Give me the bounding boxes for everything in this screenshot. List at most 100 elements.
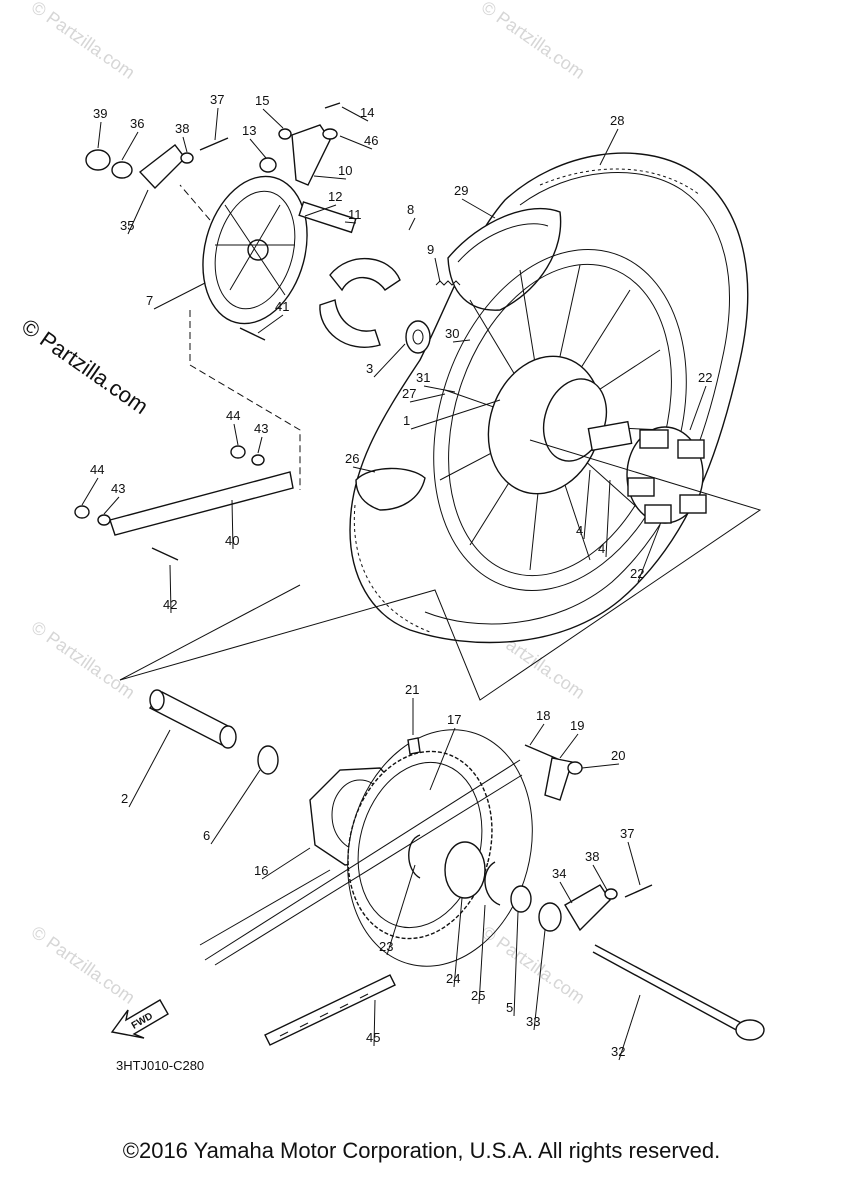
- callout-leader-30: [452, 339, 471, 343]
- callout-leader-39: [97, 121, 102, 149]
- callout-41: 41: [275, 299, 289, 314]
- callout-21: 21: [405, 682, 419, 697]
- callout-leader-28: [599, 128, 619, 166]
- fwd-arrow-icon: FWD: [110, 999, 169, 1039]
- callout-19: 19: [570, 718, 584, 733]
- drive-chain: [264, 974, 396, 1046]
- callout-leader-11: [344, 221, 357, 224]
- callout-30: 30: [445, 326, 459, 341]
- stay-bracket: [291, 124, 331, 186]
- callout-3: 3: [366, 361, 373, 376]
- assembly-plane-lower: [199, 869, 331, 946]
- callout-24: 24: [446, 971, 460, 986]
- callout-leader-3: [373, 343, 406, 378]
- callout-leader-5: [513, 911, 519, 1017]
- callout-leader-4a: [583, 469, 591, 540]
- callout-25: 25: [471, 988, 485, 1003]
- callout-leader-17: [429, 727, 456, 791]
- callout-38a: 38: [175, 121, 189, 136]
- brake-shoe-plate: [202, 175, 308, 325]
- callout-leader-22a: [689, 385, 707, 431]
- brake-arm: [138, 144, 186, 190]
- callout-43b: 43: [111, 481, 125, 496]
- adjuster-plate: [544, 757, 573, 801]
- callout-leader-33: [533, 929, 546, 1031]
- callout-36: 36: [130, 116, 144, 131]
- bolt-42: [151, 547, 179, 561]
- bolt-41: [239, 327, 266, 341]
- callout-6: 6: [203, 828, 210, 843]
- callout-23: 23: [379, 939, 393, 954]
- circlip-25: [484, 861, 501, 906]
- callout-leader-40: [231, 499, 234, 550]
- callout-leader-24: [453, 897, 463, 988]
- tension-bar: [109, 471, 294, 536]
- callout-leader-46: [339, 135, 373, 150]
- collar-33: [538, 902, 562, 932]
- copyright-notice: ©2016 Yamaha Motor Corporation, U.S.A. A…: [122, 1138, 721, 1163]
- callout-15: 15: [255, 93, 269, 108]
- callout-leader-32: [618, 994, 641, 1061]
- callout-35: 35: [120, 218, 134, 233]
- callout-18: 18: [536, 708, 550, 723]
- bearing-5: [510, 885, 532, 913]
- callout-leader-22b: [637, 524, 661, 583]
- callout-42: 42: [163, 597, 177, 612]
- callout-leader-8: [408, 217, 416, 231]
- bolt-21: [407, 737, 421, 755]
- callout-leader-31: [423, 385, 456, 393]
- callout-43a: 43: [254, 421, 268, 436]
- callout-leader-44a: [233, 423, 239, 446]
- callout-44a: 44: [226, 408, 240, 423]
- callout-33: 33: [526, 1014, 540, 1029]
- callout-9: 9: [427, 242, 434, 257]
- callout-leader-44b: [81, 477, 99, 506]
- callout-8: 8: [407, 202, 414, 217]
- diagram-code: 3HTJ010-C280: [116, 1058, 204, 1073]
- washer-24: [444, 841, 486, 899]
- callout-39: 39: [93, 106, 107, 121]
- washer-38a: [180, 152, 194, 164]
- bolt-37a: [199, 137, 229, 151]
- callout-leader-9: [434, 257, 441, 283]
- callout-leader-38b: [592, 864, 608, 891]
- callout-13: 13: [242, 123, 256, 138]
- callout-38b: 38: [585, 849, 599, 864]
- callout-37a: 37: [210, 92, 224, 107]
- callout-46: 46: [364, 133, 378, 148]
- callout-leader-20: [581, 763, 620, 769]
- callout-leader-35: [127, 189, 149, 235]
- callout-leader-41: [257, 314, 284, 334]
- callout-12: 12: [328, 189, 342, 204]
- callout-leader-13: [249, 138, 267, 159]
- callout-22a: 22: [698, 370, 712, 385]
- callout-16: 16: [254, 863, 268, 878]
- callout-leader-25: [478, 904, 486, 1005]
- inner-tube: [447, 207, 562, 311]
- rim-band: [355, 467, 426, 511]
- callout-leader-42: [169, 564, 172, 614]
- wheel-hub: [487, 355, 633, 495]
- bearing-6: [257, 745, 279, 775]
- callout-5: 5: [506, 1000, 513, 1015]
- nut-39: [85, 149, 111, 171]
- callout-28: 28: [610, 113, 624, 128]
- callout-leader-4b: [605, 479, 611, 558]
- callout-leader-43a: [257, 436, 263, 454]
- nut-20: [567, 761, 583, 775]
- callout-leader-34: [559, 881, 573, 904]
- callout-32: 32: [611, 1044, 625, 1059]
- callout-leader-43b: [103, 496, 120, 515]
- watermark-tile: © Partzilla.com: [478, 0, 589, 83]
- bearing-3: [405, 320, 431, 354]
- callout-leader-27: [409, 393, 446, 403]
- callout-leader-18: [529, 723, 545, 746]
- callout-40: 40: [225, 533, 239, 548]
- callout-45: 45: [366, 1030, 380, 1045]
- callout-leader-6: [210, 769, 261, 845]
- callout-31: 31: [416, 370, 430, 385]
- watermark-tile: © Partzilla.com: [478, 922, 589, 1008]
- brake-shoes: [329, 258, 401, 292]
- callout-1: 1: [403, 413, 410, 428]
